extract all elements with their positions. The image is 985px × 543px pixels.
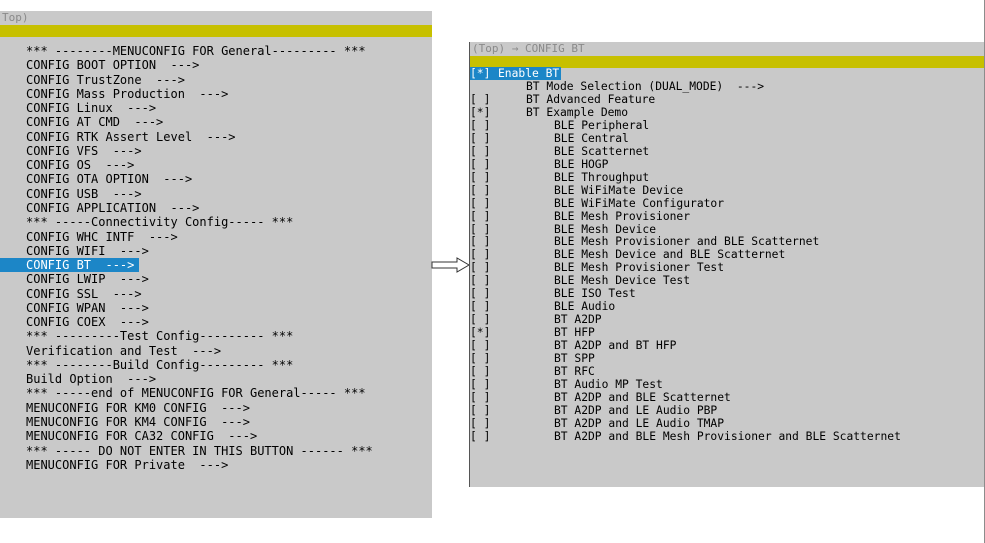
menu-comment: *** -----Connectivity Config----- *** <box>26 215 294 229</box>
option-label: BT A2DP <box>554 313 602 326</box>
checkbox[interactable]: [ ] <box>470 287 491 300</box>
option-label: BLE WiFiMate Configurator <box>554 197 725 210</box>
menu-item[interactable]: CONFIG USB ---> <box>26 187 142 201</box>
option-label: BLE Throughput <box>554 171 650 184</box>
checkbox[interactable]: [ ] <box>470 417 491 430</box>
checkbox[interactable]: [ ] <box>470 365 491 378</box>
menu-item[interactable]: CONFIG APPLICATION ---> <box>26 201 200 215</box>
option-label: BT Example Demo <box>526 106 629 119</box>
checkbox[interactable]: [ ] <box>470 132 491 145</box>
checkbox[interactable]: [ ] <box>470 300 491 313</box>
checkbox[interactable]: [ ] <box>470 158 491 171</box>
menu-item[interactable]: CONFIG Mass Production ---> <box>26 87 229 101</box>
checkbox[interactable]: [ ] <box>470 93 491 106</box>
breadcrumb: Top) <box>2 11 29 24</box>
option-label: BT A2DP and LE Audio TMAP <box>554 417 725 430</box>
checkbox[interactable]: [ ] <box>470 339 491 352</box>
checkbox[interactable]: [ ] <box>470 184 491 197</box>
menu-item[interactable]: CONFIG RTK Assert Level ---> <box>26 130 236 144</box>
menu-item[interactable]: CONFIG AT CMD ---> <box>26 115 164 129</box>
option-label: BLE ISO Test <box>554 287 636 300</box>
checkbox[interactable]: [ ] <box>470 274 491 287</box>
option-label: BLE Mesh Provisioner <box>554 210 691 223</box>
menu-item[interactable]: MENUCONFIG FOR Private ---> <box>26 458 229 472</box>
menu-comment: *** ----- DO NOT ENTER IN THIS BUTTON --… <box>26 444 373 458</box>
menu-comment: *** --------Build Config--------- *** <box>26 358 294 372</box>
menu-comment: *** ---------Test Config--------- *** <box>26 329 294 343</box>
checkbox[interactable]: [ ] <box>470 378 491 391</box>
menu-comment: *** --------MENUCONFIG FOR General------… <box>26 44 366 58</box>
menu-item[interactable]: CONFIG SSL ---> <box>26 287 142 301</box>
menu-item[interactable]: Build Option ---> <box>26 372 157 386</box>
menu-item[interactable]: MENUCONFIG FOR CA32 CONFIG ---> <box>26 429 258 443</box>
checkbox[interactable]: [*] <box>470 67 491 80</box>
option-label: BT A2DP and BLE Mesh Provisioner and BLE… <box>554 430 901 443</box>
option-label: BT RFC <box>554 365 595 378</box>
option-label: BT A2DP and BT HFP <box>554 339 677 352</box>
option-label: BLE Central <box>554 132 629 145</box>
menu-item[interactable]: CONFIG LWIP ---> <box>26 272 149 286</box>
option-label: BT Audio MP Test <box>554 378 663 391</box>
checkbox[interactable]: [ ] <box>470 261 491 274</box>
checkbox[interactable]: [ ] <box>470 197 491 210</box>
menu-item[interactable]: CONFIG OTA OPTION ---> <box>26 172 193 186</box>
left-menuconfig-window: Top) *** --------MENUCONFIG FOR General-… <box>0 11 432 518</box>
checkbox[interactable]: [ ] <box>470 171 491 184</box>
option-label: BLE HOGP <box>554 158 609 171</box>
checkbox[interactable]: [ ] <box>470 391 491 404</box>
option-label: BLE Scatternet <box>554 145 650 158</box>
checkbox[interactable]: [*] <box>470 106 491 119</box>
checkbox[interactable]: [ ] <box>470 352 491 365</box>
menu-item[interactable]: CONFIG OS ---> <box>26 158 135 172</box>
option-label: BLE Mesh Provisioner Test <box>554 261 725 274</box>
menu-item[interactable]: Verification and Test ---> <box>26 344 222 358</box>
option-label: Enable BT <box>498 67 560 80</box>
option-label: BT Advanced Feature <box>526 93 656 106</box>
checkbox[interactable]: [ ] <box>470 313 491 326</box>
option-label: BT HFP <box>554 326 595 339</box>
checkbox[interactable]: [ ] <box>470 404 491 417</box>
option-label: BLE Mesh Device <box>554 223 657 236</box>
checkbox[interactable]: [ ] <box>470 235 491 248</box>
option-label: BLE Mesh Provisioner and BLE Scatternet <box>554 235 820 248</box>
menu-item[interactable]: CONFIG VFS ---> <box>26 144 142 158</box>
menu-item[interactable]: CONFIG WHC INTF ---> <box>26 230 178 244</box>
title-bar <box>470 56 985 68</box>
menu-item[interactable]: CONFIG COEX ---> <box>26 315 149 329</box>
option-label: BT SPP <box>554 352 595 365</box>
checkbox[interactable]: [ ] <box>470 210 491 223</box>
menu-item[interactable]: CONFIG TrustZone ---> <box>26 73 185 87</box>
menu-item[interactable]: CONFIG WIFI ---> <box>26 244 149 258</box>
option-label: BLE Audio <box>554 300 616 313</box>
checkbox[interactable]: [ ] <box>470 430 491 443</box>
checkbox[interactable]: [ ] <box>470 145 491 158</box>
option-label: BLE Mesh Device and BLE Scatternet <box>554 248 786 261</box>
option-label: BLE Mesh Device Test <box>554 274 691 287</box>
menu-item[interactable]: CONFIG WPAN ---> <box>26 301 149 315</box>
checkbox[interactable]: [ ] <box>470 223 491 236</box>
menu-item[interactable]: MENUCONFIG FOR KM4 CONFIG ---> <box>26 415 250 429</box>
menu-item[interactable]: CONFIG Linux ---> <box>26 101 157 115</box>
config-option[interactable]: [*] Enable BT <box>470 67 561 80</box>
arrow-right-icon <box>431 257 470 273</box>
menu-item[interactable]: CONFIG BOOT OPTION ---> <box>26 58 200 72</box>
option-label: BT A2DP and LE Audio PBP <box>554 404 718 417</box>
checkbox[interactable]: [ ] <box>470 119 491 132</box>
option-label: BT Mode Selection (DUAL_MODE) ---> <box>526 80 765 93</box>
breadcrumb: (Top) → CONFIG BT <box>472 42 585 55</box>
option-label: BLE WiFiMate Device <box>554 184 684 197</box>
menu-item[interactable]: MENUCONFIG FOR KM0 CONFIG ---> <box>26 401 250 415</box>
checkbox[interactable]: [*] <box>470 326 491 339</box>
option-label: BLE Peripheral <box>554 119 650 132</box>
checkbox[interactable]: [ ] <box>470 248 491 261</box>
menu-comment: *** -----end of MENUCONFIG FOR General--… <box>26 386 366 400</box>
option-label: BT A2DP and BLE Scatternet <box>554 391 731 404</box>
title-bar <box>0 25 432 37</box>
menu-item[interactable]: CONFIG BT ---> <box>0 258 139 272</box>
